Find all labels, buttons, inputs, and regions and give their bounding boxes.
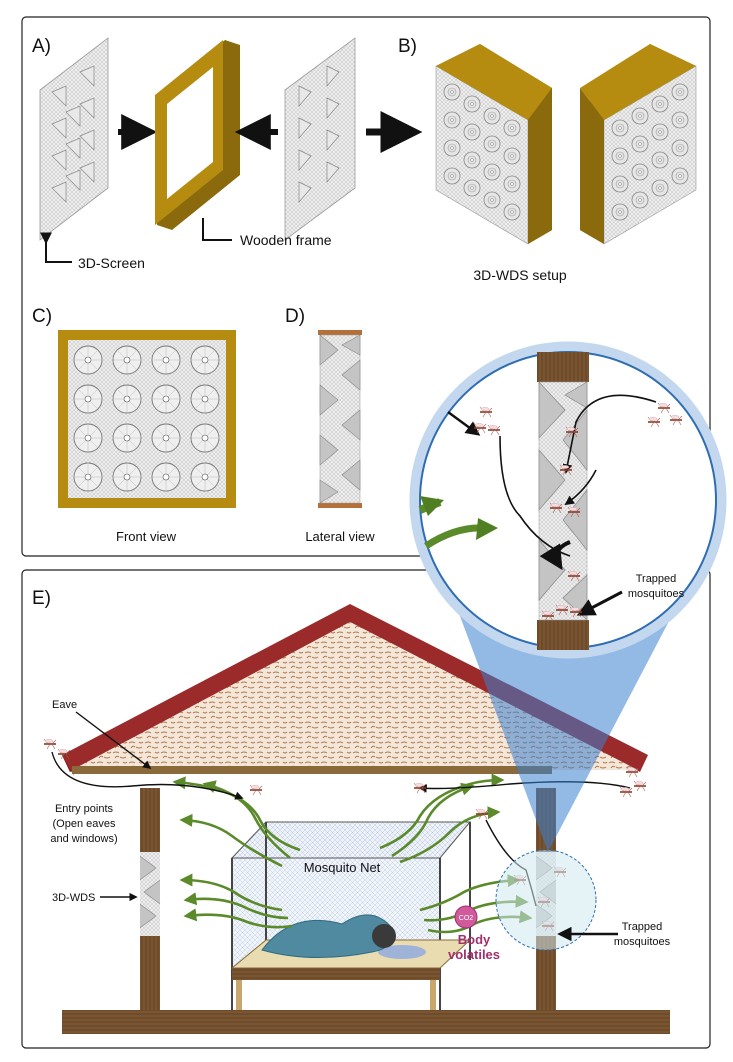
wooden-frame-illustration — [155, 40, 240, 230]
label-wooden-frame: Wooden frame — [240, 232, 332, 248]
screen-right — [284, 37, 356, 241]
front-view-illustration — [58, 330, 236, 508]
wds-setup-right — [580, 44, 697, 245]
panel-label-c: C) — [32, 306, 52, 327]
odor-arrow-head-1 — [420, 496, 444, 516]
label-front-view: Front view — [116, 529, 177, 544]
co2-label: CO2 — [459, 915, 474, 922]
label-entry-points-1: Entry points — [55, 803, 114, 815]
wds-setup-left — [435, 44, 552, 245]
sleeping-person-icon — [261, 914, 426, 959]
odor-plumes — [172, 773, 533, 934]
label-entry-points-3: and windows) — [50, 833, 117, 845]
screen-left — [39, 37, 109, 241]
eave-callout-arrow — [75, 711, 152, 770]
floor-beam — [62, 1010, 670, 1034]
label-3d-wds: 3D-WDS — [52, 892, 95, 904]
panel-label-d: D) — [285, 306, 305, 327]
label-trapped-house-1: Trapped — [622, 921, 663, 933]
frame-callout-arrow — [202, 218, 232, 241]
label-trapped-zoom-1: Trapped — [636, 573, 677, 585]
label-entry-points-2: (Open eaves — [53, 818, 116, 830]
label-eave: Eave — [52, 699, 77, 711]
label-body-volatiles-2: volatiles — [448, 947, 500, 962]
panel-label-a: A) — [32, 36, 51, 57]
eave-beam — [72, 766, 552, 774]
panel-label-e: E) — [32, 588, 51, 609]
label-body-volatiles-1: Body — [458, 932, 491, 947]
left-post — [139, 788, 161, 1010]
label-lateral-view: Lateral view — [305, 529, 375, 544]
zoom-source-circle — [495, 849, 597, 951]
top-panel-border — [21, 16, 711, 557]
panel-e-border — [21, 569, 711, 1049]
label-trapped-house-2: mosquitoes — [614, 936, 671, 948]
label-mosquito-net: Mosquito Net — [304, 860, 381, 875]
panel-label-b: B) — [398, 36, 417, 57]
lateral-view-illustration — [318, 330, 362, 508]
odor-arrow-head-2 — [476, 518, 498, 540]
label-3d-screen: 3D-Screen — [78, 255, 145, 271]
label-trapped-zoom-2: mosquitoes — [628, 588, 685, 600]
roof — [62, 604, 648, 776]
co2-icon: CO2 — [454, 905, 478, 929]
screen-callout-arrow — [40, 232, 72, 263]
zoom-circle — [409, 341, 727, 659]
label-3d-wds-setup: 3D-WDS setup — [473, 267, 567, 283]
